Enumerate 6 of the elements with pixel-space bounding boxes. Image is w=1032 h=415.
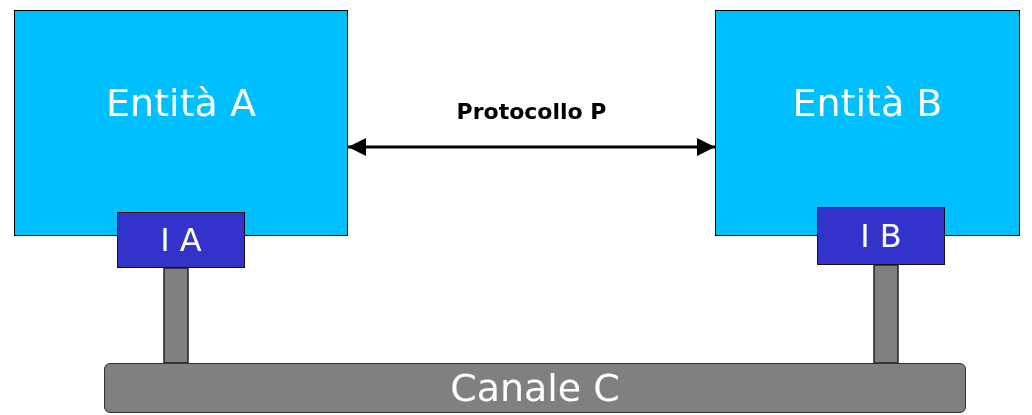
channel-bar: Canale C [104, 363, 966, 413]
interface-box: I A [117, 212, 245, 268]
connector-post [163, 267, 189, 364]
connector-post [873, 264, 899, 364]
interface-box: I B [817, 207, 945, 265]
double-arrow [348, 138, 715, 156]
